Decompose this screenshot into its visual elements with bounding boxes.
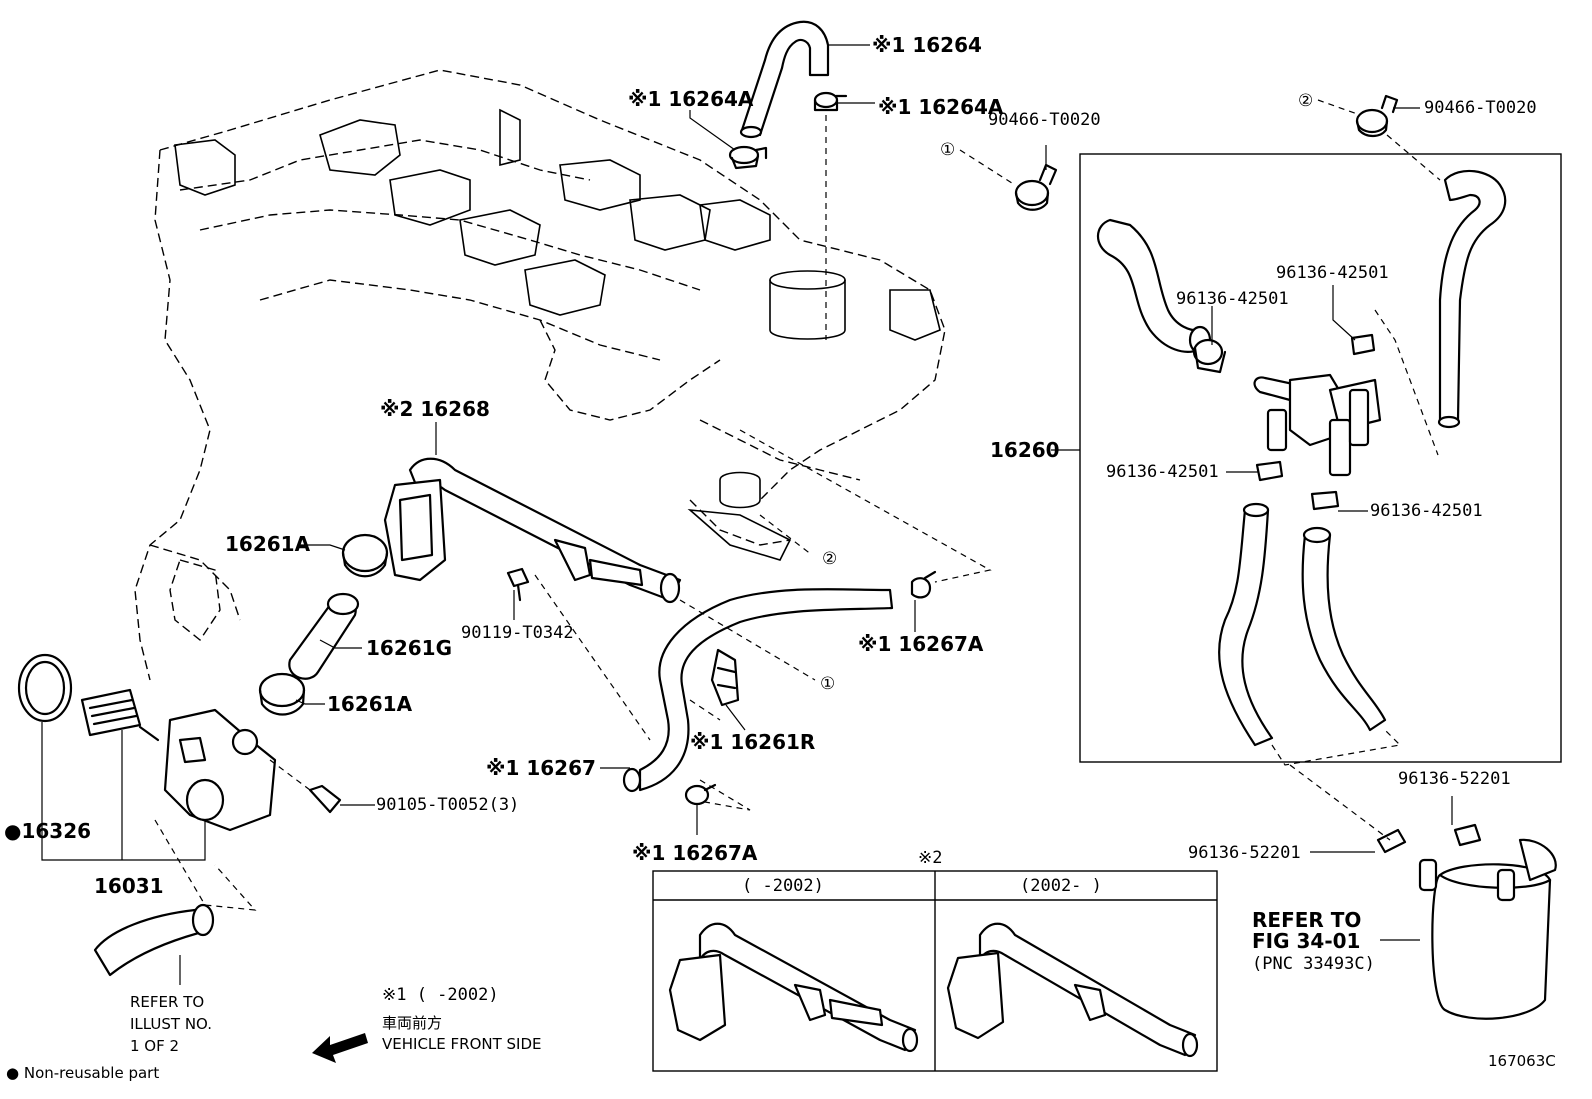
clip-16261R — [710, 648, 740, 707]
inset-box — [652, 870, 1218, 1072]
label-90105: 90105-T0052(3) — [376, 795, 519, 815]
pipe-16267 — [622, 588, 894, 793]
label-note-1: ※1 ( -2002) — [382, 985, 499, 1005]
label-vehicle-front-jp: 車両前方 — [382, 1014, 442, 1032]
label-16261A-bottom: 16261A — [327, 692, 413, 716]
label-16261A-top: 16261A — [225, 532, 311, 556]
hose-16264 — [739, 20, 830, 139]
label-16261R: ※1 16261R — [690, 730, 815, 754]
label-96136-42501-d: 96136-42501 — [1370, 501, 1483, 521]
radiator-hose — [93, 903, 215, 977]
water-inlet-housing — [163, 708, 277, 832]
inset-pipe-right — [946, 922, 1199, 1058]
label-inset-right-header: (2002- ) — [1020, 876, 1102, 896]
clamp-16267A-bottom — [684, 783, 717, 806]
bolt-90105 — [308, 784, 342, 814]
hose-lower-right — [1301, 526, 1387, 732]
hose-upper-left — [1096, 218, 1212, 355]
dashed-connection-lines — [154, 99, 1441, 911]
label-96136-42501-b: 96136-42501 — [1276, 263, 1389, 283]
label-circle-1-mid: ① — [820, 674, 835, 694]
gasket-16326 — [17, 653, 73, 723]
hose-lower-left — [1218, 502, 1274, 747]
label-circle-2-top: ② — [1298, 91, 1313, 111]
label-16326: ●16326 — [4, 819, 91, 843]
clamp-16264A-left — [728, 145, 768, 170]
label-90466-left: 90466-T0020 — [988, 110, 1101, 130]
label-16267: ※1 16267 — [486, 756, 596, 780]
hose-upper-right — [1437, 169, 1507, 429]
bolt-90119 — [506, 567, 530, 602]
label-96136-52201-a: 96136-52201 — [1398, 769, 1511, 789]
label-16264A-right: ※1 16264A — [878, 95, 1004, 119]
label-refer-illust-line3: 1 OF 2 — [130, 1037, 179, 1055]
label-inset-note: ※2 — [918, 848, 942, 868]
label-16031: 16031 — [94, 874, 164, 898]
label-96136-52201-b: 96136-52201 — [1188, 843, 1301, 863]
thermostat-16031 — [80, 688, 160, 742]
label-16267A-bottom: ※1 16267A — [632, 841, 758, 865]
label-figure-code: 167063C — [1488, 1052, 1556, 1070]
clamp-96136-42501-set — [1255, 333, 1376, 511]
label-circle-1-top: ① — [940, 140, 955, 160]
label-inset-left-header: ( -2002) — [742, 876, 824, 896]
clamp-90466-right — [1355, 94, 1399, 138]
pipe-16268 — [383, 457, 682, 604]
label-96136-42501-a: 96136-42501 — [1176, 289, 1289, 309]
label-legend: ● Non-reusable part — [6, 1064, 159, 1082]
label-refer-illust-line1: REFER TO — [130, 993, 204, 1011]
vehicle-front-arrow-icon — [312, 1033, 368, 1063]
label-16264: ※1 16264 — [872, 33, 982, 57]
label-90119: 90119-T0342 — [461, 623, 574, 643]
intake-manifold — [174, 108, 941, 561]
clamp-16264A-right — [813, 91, 848, 112]
clamp-16261A-top — [341, 533, 389, 578]
inset-pipe-left — [668, 922, 919, 1053]
hose-16261G — [288, 592, 360, 680]
assembly-box-16260 — [1079, 153, 1562, 763]
label-16264A-left: ※1 16264A — [628, 87, 754, 111]
label-96136-42501-c: 96136-42501 — [1106, 462, 1219, 482]
label-refer-fig-line2: FIG 34-01 — [1252, 929, 1360, 953]
label-90466-right: 90466-T0020 — [1424, 98, 1537, 118]
label-circle-2-mid: ② — [822, 549, 837, 569]
clamp-16261A-bottom — [258, 672, 306, 716]
label-16260: 16260 — [990, 438, 1060, 462]
label-vehicle-front-en: VEHICLE FRONT SIDE — [382, 1035, 542, 1053]
oil-cooler — [1376, 823, 1557, 1020]
label-refer-fig-line3: (PNC 33493C) — [1252, 954, 1375, 974]
label-16261G: 16261G — [366, 636, 452, 660]
leader-lines — [41, 44, 1453, 985]
clamp-16267A-right — [910, 570, 937, 599]
engine-block-outline — [134, 69, 946, 681]
clamp-90466-left — [1014, 163, 1058, 211]
label-refer-fig-line1: REFER TO — [1252, 908, 1361, 932]
water-valve — [1192, 338, 1382, 477]
label-refer-illust-line2: ILLUST NO. — [130, 1015, 212, 1033]
label-16267A-right: ※1 16267A — [858, 632, 984, 656]
label-16268: ※2 16268 — [380, 397, 490, 421]
